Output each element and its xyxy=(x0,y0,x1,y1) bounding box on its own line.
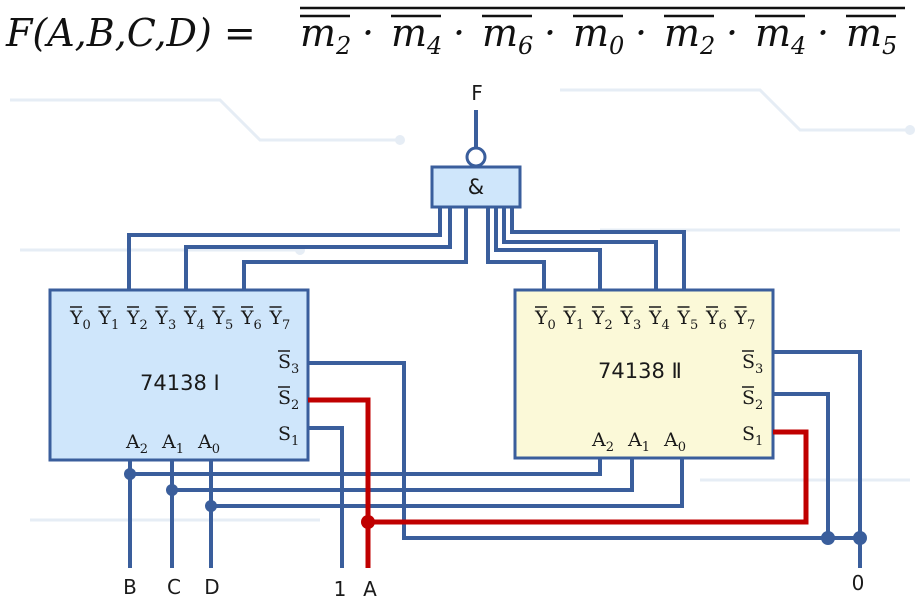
output-pin-y0: Y0 xyxy=(69,307,91,333)
formula: F(A,B,C,D) = m2·m4·m6·m0·m2·m4·m5 xyxy=(5,6,905,60)
chip-2-address-pins: A2 A1 A0 xyxy=(591,429,686,455)
output-pin-y5: Y5 xyxy=(212,307,234,333)
output-pin-y6: Y6 xyxy=(705,307,727,333)
address-pin-a0: A0 xyxy=(197,431,220,457)
minterm: m4 xyxy=(391,11,442,60)
nand-gate: & F xyxy=(430,81,522,209)
output-pin-y4: Y4 xyxy=(183,307,205,333)
terminal-a: A xyxy=(363,577,377,601)
formula-lhs: F(A,B,C,D) = xyxy=(5,11,256,55)
output-wires xyxy=(127,110,686,300)
enable-pin-s2: S2 xyxy=(278,387,299,413)
product-dot: · xyxy=(362,11,374,55)
chip-2-body xyxy=(513,288,775,460)
terminal-labels: B C D 1 A 0 xyxy=(123,571,864,601)
terminal-c: C xyxy=(167,575,181,599)
output-pin-y6: Y6 xyxy=(240,307,262,333)
output-pin-y2: Y2 xyxy=(591,307,613,333)
formula-terms: m2·m4·m6·m0·m2·m4·m5 xyxy=(300,6,905,60)
chip-1-body xyxy=(48,288,310,462)
terminal-b: B xyxy=(123,575,137,599)
chip-2-name: 74138 Ⅱ xyxy=(598,359,682,383)
output-pin-y4: Y4 xyxy=(648,307,670,333)
address-pin-a2: A2 xyxy=(125,431,148,457)
minterm: m2 xyxy=(664,11,715,60)
chip-1-name: 74138 Ⅰ xyxy=(140,371,220,395)
output-pin-y5: Y5 xyxy=(677,307,699,333)
address-pin-a1: A1 xyxy=(161,431,184,457)
minterm: m6 xyxy=(482,11,533,60)
minterm: m2 xyxy=(300,11,351,60)
address-pin-a2: A2 xyxy=(591,429,614,455)
minterm: m5 xyxy=(846,11,897,60)
enable-wires xyxy=(308,350,867,568)
output-pin-y1: Y1 xyxy=(98,307,120,333)
output-pin-y1: Y1 xyxy=(563,307,585,333)
product-dot: · xyxy=(544,11,556,55)
enable-pin-s2: S2 xyxy=(742,387,763,413)
enable-pin-s3: S3 xyxy=(278,351,299,377)
output-pin-y3: Y3 xyxy=(620,307,642,333)
output-pin-y7: Y7 xyxy=(734,307,756,333)
terminal-d: D xyxy=(204,575,219,599)
address-pin-a1: A1 xyxy=(627,429,650,455)
minterm: m4 xyxy=(755,11,806,60)
enable-pin-s1: S1 xyxy=(742,423,763,449)
product-dot: · xyxy=(453,11,465,55)
terminal-zero: 0 xyxy=(852,571,865,595)
address-pin-a0: A0 xyxy=(663,429,686,455)
enable-pin-s1: S1 xyxy=(278,423,299,449)
product-dot: · xyxy=(726,11,738,55)
output-pin-y2: Y2 xyxy=(126,307,148,333)
enable-pin-s3: S3 xyxy=(742,351,763,377)
product-dot: · xyxy=(817,11,829,55)
output-label-f: F xyxy=(471,81,483,105)
minterm: m0 xyxy=(573,11,624,60)
terminal-one: 1 xyxy=(334,577,347,601)
product-dot: · xyxy=(635,11,647,55)
output-pin-y0: Y0 xyxy=(534,307,556,333)
output-pin-y7: Y7 xyxy=(269,307,291,333)
inversion-bubble xyxy=(465,146,487,168)
gate-symbol: & xyxy=(468,175,484,199)
output-pin-y3: Y3 xyxy=(155,307,177,333)
chip-1-address-pins: A2 A1 A0 xyxy=(125,431,220,457)
